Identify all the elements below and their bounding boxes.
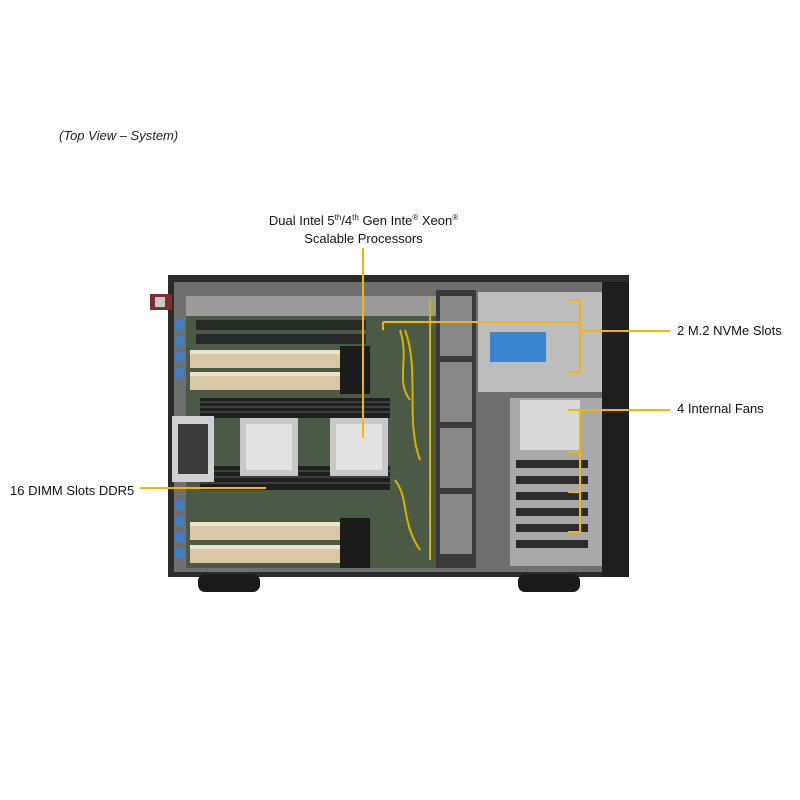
cpu-heatsinks <box>240 418 388 476</box>
cpu-callout-label: Dual Intel 5th/4th Gen Inte® Xeon® Scala… <box>268 213 459 246</box>
drive-cage <box>478 292 602 566</box>
chassis-foot-right <box>518 574 580 592</box>
power-cables <box>394 300 431 560</box>
callout-lines <box>140 248 670 533</box>
gpu-cards-top <box>190 346 370 394</box>
chassis-foot-left <box>198 574 260 592</box>
internal-fans <box>436 290 476 568</box>
view-caption: (Top View – System) <box>59 128 179 143</box>
rear-fan <box>172 416 214 482</box>
nvme-callout-label: 2 M.2 NVMe Slots <box>677 323 782 338</box>
fans-callout-label: 4 Internal Fans <box>677 401 764 416</box>
gpu-cards-bottom <box>190 518 370 568</box>
left-connectors <box>176 320 184 558</box>
blue-bracket <box>490 332 546 362</box>
dimm-callout-label: 16 DIMM Slots DDR5 <box>10 483 135 498</box>
